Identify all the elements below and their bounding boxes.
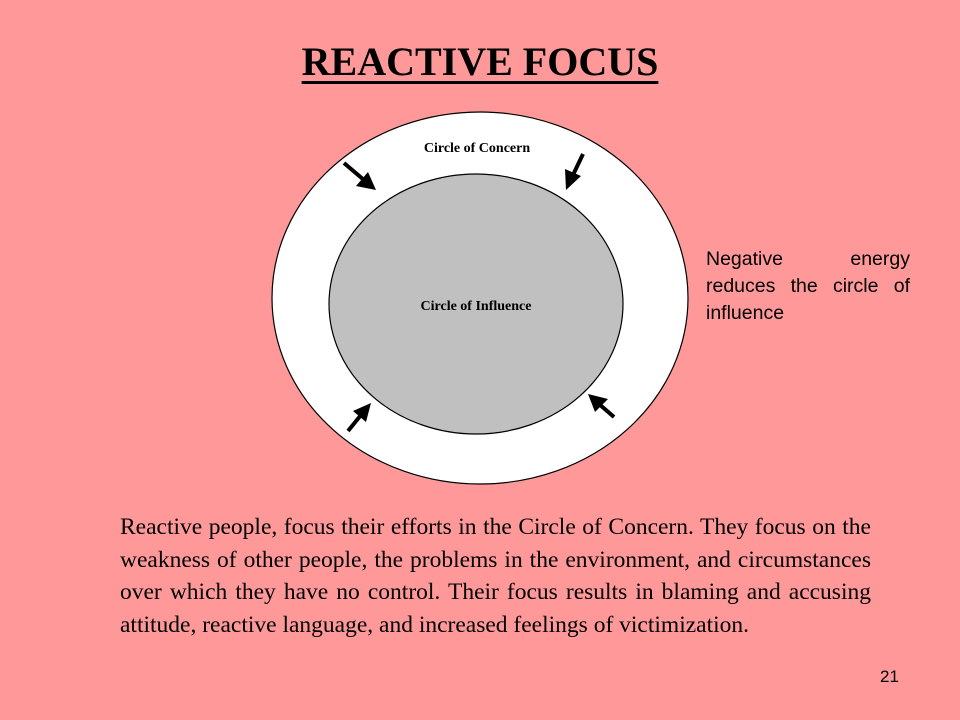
- arrow-top-left-icon: [342, 161, 376, 190]
- slide-title: REACTIVE FOCUS: [0, 38, 960, 85]
- arrow-bottom-left-icon: [346, 403, 371, 433]
- arrow-top-right-icon: [565, 153, 585, 190]
- circle-of-influence-label: Circle of Influence: [421, 299, 532, 314]
- slide-title-text: REACTIVE FOCUS: [301, 39, 659, 84]
- arrow-bottom-right-icon: [588, 394, 616, 419]
- page-number: 21: [880, 667, 899, 686]
- circle-of-concern-label: Circle of Concern: [424, 141, 530, 156]
- negative-energy-note: Negative energy reduces the circle of in…: [706, 248, 910, 324]
- body-paragraph: Reactive people, focus their efforts in …: [120, 514, 871, 638]
- concern-influence-diagram: Circle of Concern Circle of Influence: [271, 111, 689, 485]
- circle-of-influence: [328, 173, 624, 435]
